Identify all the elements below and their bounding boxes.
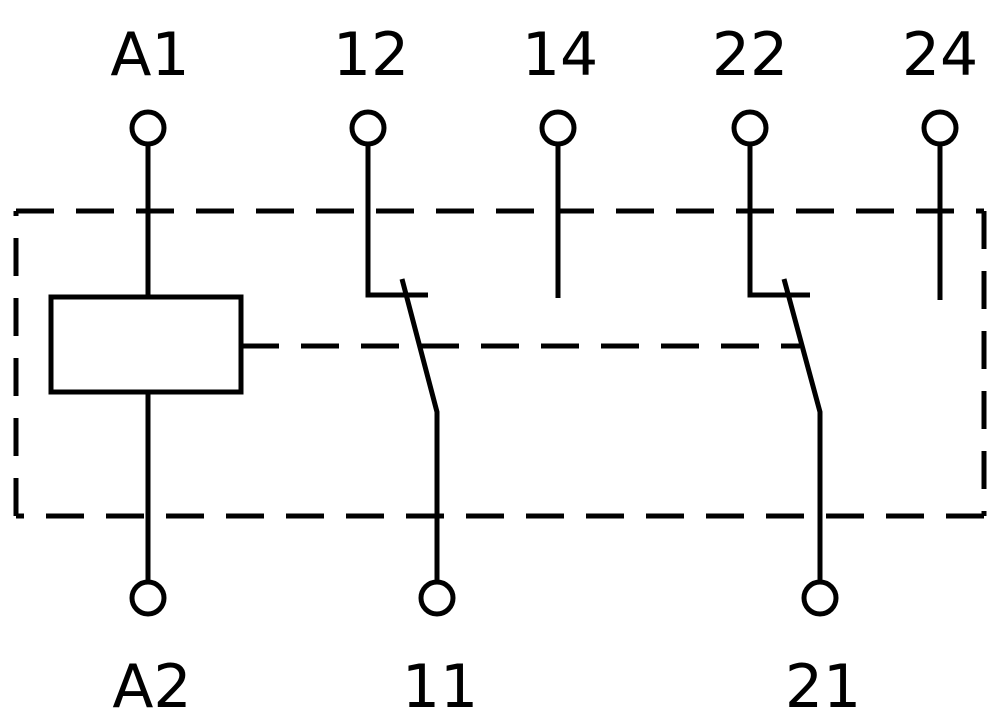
relay-enclosure bbox=[13, 208, 987, 519]
coil-symbol bbox=[48, 294, 244, 395]
terminal-22 bbox=[731, 109, 769, 147]
terminal-21 bbox=[801, 579, 839, 617]
contact-set-2 bbox=[747, 144, 943, 582]
terminal-14 bbox=[539, 109, 577, 147]
label-14: 14 bbox=[522, 20, 598, 90]
label-21: 21 bbox=[785, 652, 861, 722]
contact-21-switch-blade bbox=[781, 278, 823, 582]
contact-11-switch-blade bbox=[399, 278, 440, 582]
label-12: 12 bbox=[333, 20, 409, 90]
terminal-a2 bbox=[129, 579, 167, 617]
contact-set-1 bbox=[365, 144, 561, 582]
contact-12-wire bbox=[365, 144, 428, 298]
label-24: 24 bbox=[902, 20, 978, 90]
terminal-11 bbox=[418, 579, 456, 617]
label-a2: A2 bbox=[112, 652, 191, 722]
label-a1: A1 bbox=[110, 20, 189, 90]
terminal-24 bbox=[921, 109, 959, 147]
relay-coil bbox=[48, 144, 244, 582]
terminal-12 bbox=[349, 109, 387, 147]
contact-22-wire bbox=[747, 144, 810, 298]
terminal-a1 bbox=[129, 109, 167, 147]
label-11: 11 bbox=[402, 652, 478, 722]
label-22: 22 bbox=[712, 20, 788, 90]
